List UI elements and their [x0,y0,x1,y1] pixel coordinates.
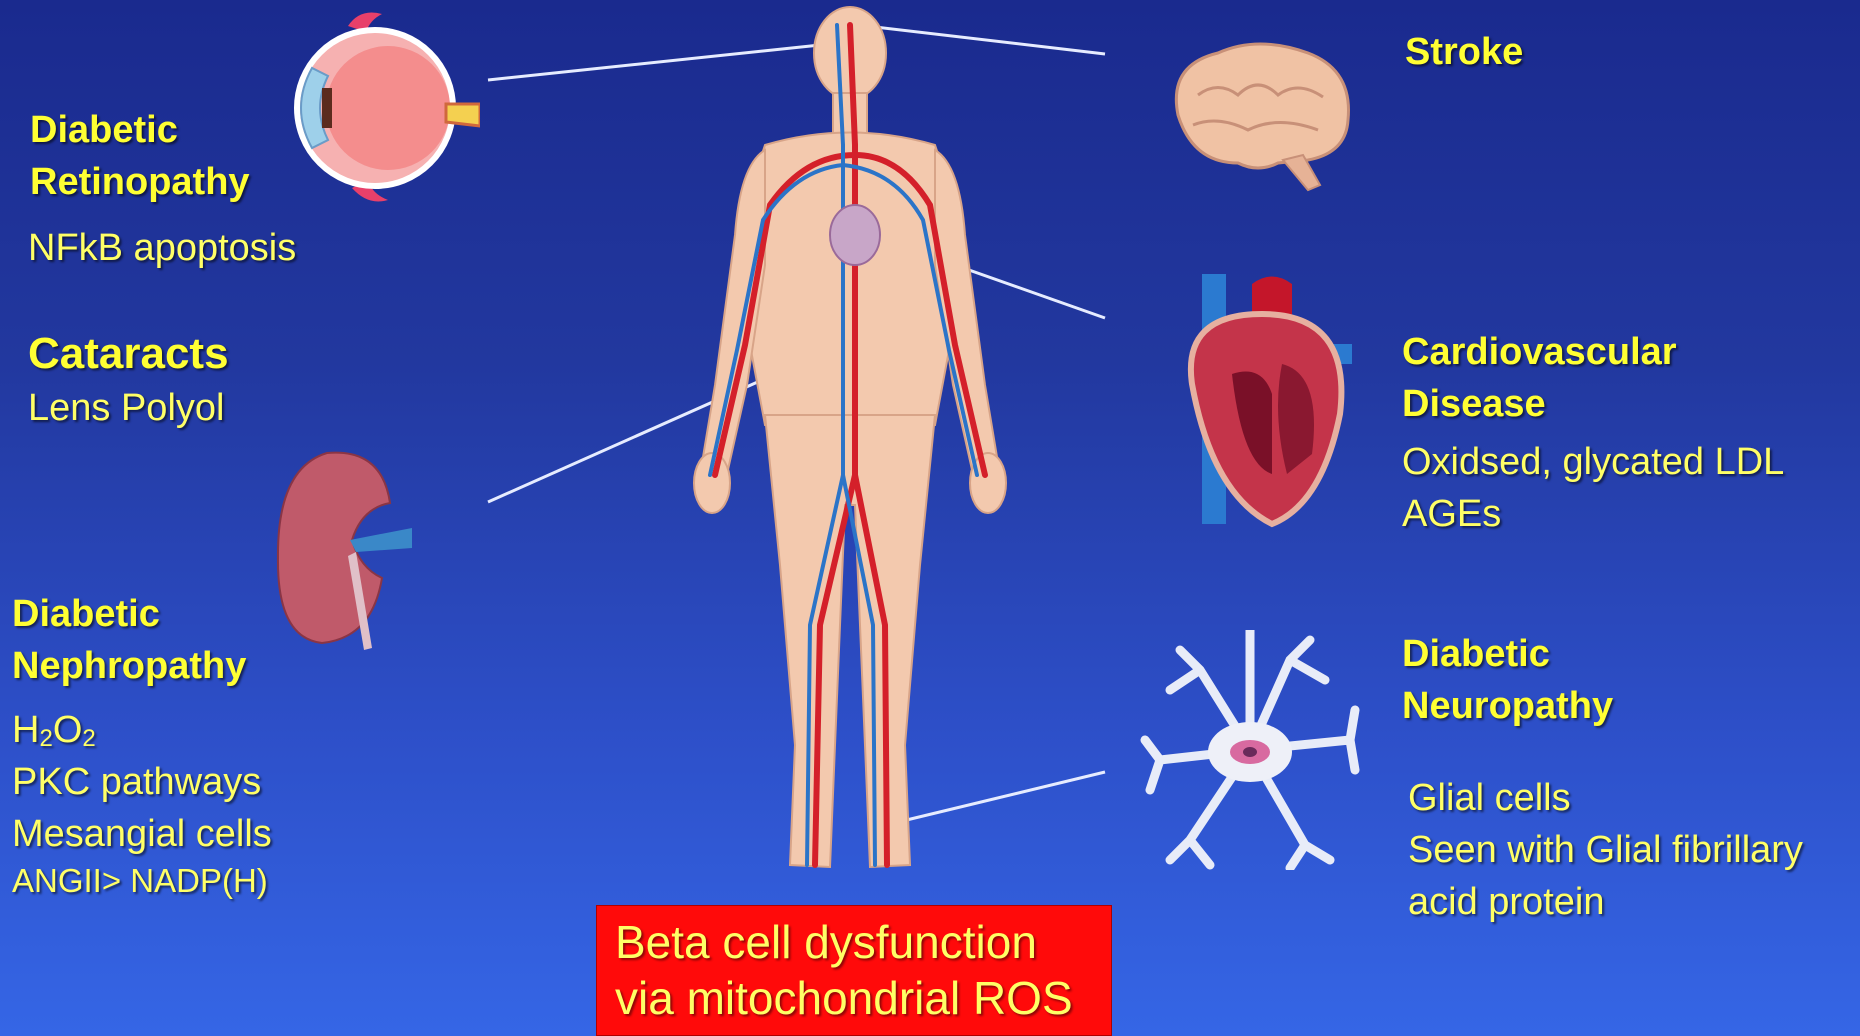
cardiovascular-title-line1: Cardiovascular [1402,326,1677,378]
beta-cell-line1: Beta cell dysfunction [597,914,1111,970]
retinopathy-detail: NFkB apoptosis [28,222,296,274]
eye-icon [270,8,480,208]
cardiovascular-title-line2: Disease [1402,378,1546,430]
nephropathy-detail-pkc: PKC pathways [12,756,261,808]
nephropathy-title-line2: Nephropathy [12,640,246,692]
brain-icon [1158,35,1358,195]
beta-cell-dysfunction-box: Beta cell dysfunction via mitochondrial … [596,905,1112,1036]
neuropathy-title-line1: Diabetic [1402,628,1550,680]
cardiovascular-detail-ages: AGEs [1402,488,1501,540]
retinopathy-title-line2: Retinopathy [30,156,250,208]
kidney-icon [272,448,422,658]
beta-cell-line2: via mitochondrial ROS [597,970,1111,1026]
cataracts-detail: Lens Polyol [28,382,224,434]
nephropathy-detail-angii: ANGII> NADP(H) [12,856,268,906]
cardiovascular-detail-ldl: Oxidsed, glycated LDL [1402,436,1784,488]
nephropathy-title-line1: Diabetic [12,588,160,640]
neuropathy-title-line2: Neuropathy [1402,680,1613,732]
cataracts-title: Cataracts [28,328,229,380]
neuropathy-detail-gfap: Seen with Glial fibrillary [1408,824,1803,876]
retinopathy-title-line1: Diabetic [30,104,178,156]
human-body-circulation [655,5,1045,890]
neuropathy-detail-protein: acid protein [1408,876,1604,928]
nephropathy-detail-mesangial: Mesangial cells [12,808,272,860]
glial-cell-icon [1140,630,1360,870]
stroke-title: Stroke [1405,26,1523,78]
neuropathy-detail-glial: Glial cells [1408,772,1571,824]
heart-icon [1172,274,1372,530]
